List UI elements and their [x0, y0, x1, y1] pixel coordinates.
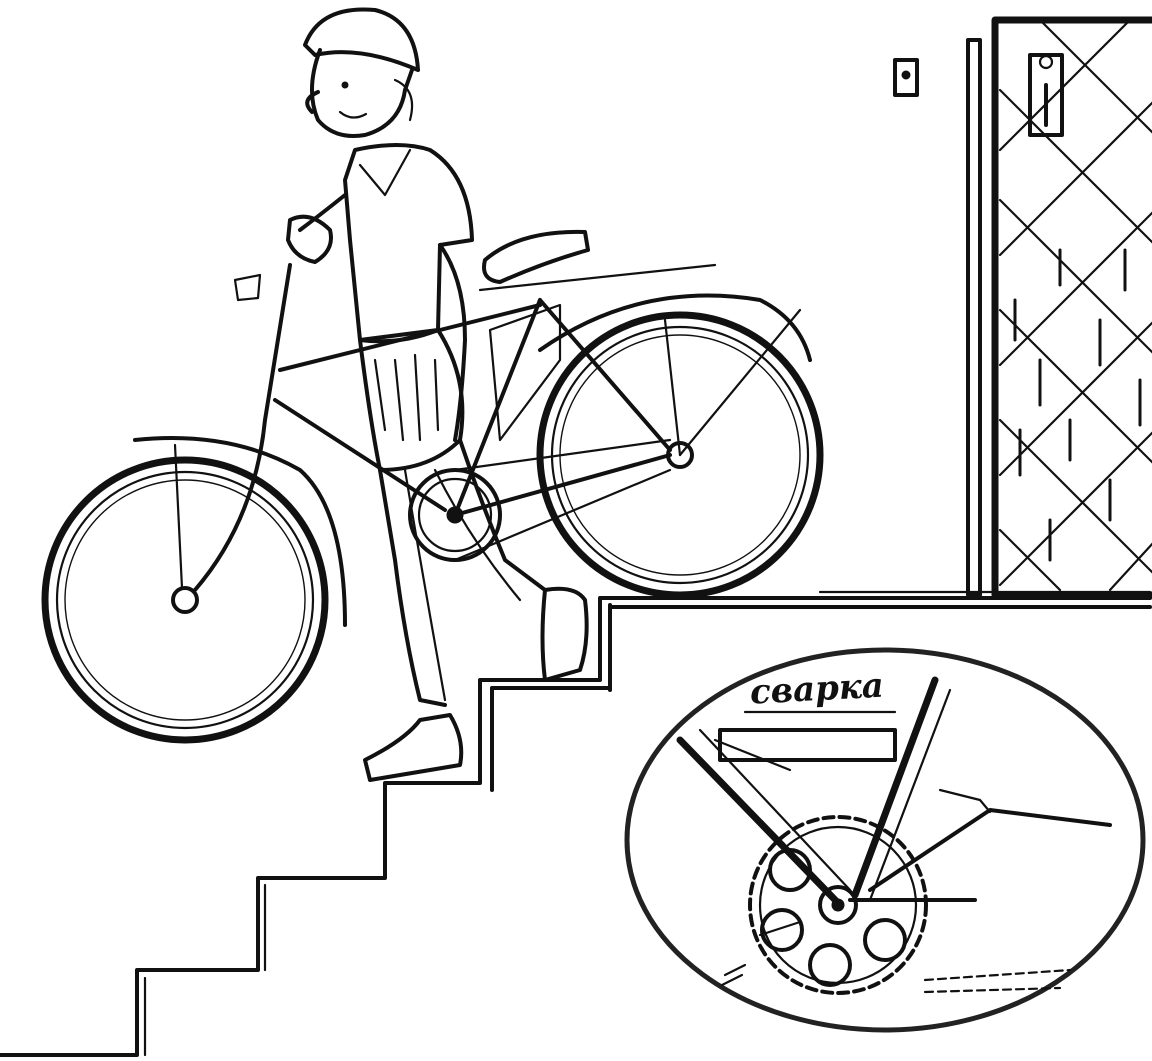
detail-inset: сварка [624, 647, 1146, 1033]
cap [303, 7, 420, 72]
chainring [408, 438, 672, 562]
rear-wheel [536, 293, 824, 599]
bicycle [41, 229, 824, 744]
front-wheel [41, 436, 347, 744]
door [966, 16, 1152, 599]
shorts [358, 328, 465, 472]
welding-label: сварка [749, 666, 885, 713]
doorbell-icon [893, 58, 919, 97]
person [286, 7, 589, 782]
front-shoe [363, 713, 464, 782]
shirt [343, 143, 474, 344]
staircase [0, 590, 1152, 1057]
door-quilted-pattern [998, 18, 1152, 592]
bicycle-frame [193, 263, 717, 592]
saddle [482, 229, 590, 284]
back-shoe [540, 586, 589, 682]
